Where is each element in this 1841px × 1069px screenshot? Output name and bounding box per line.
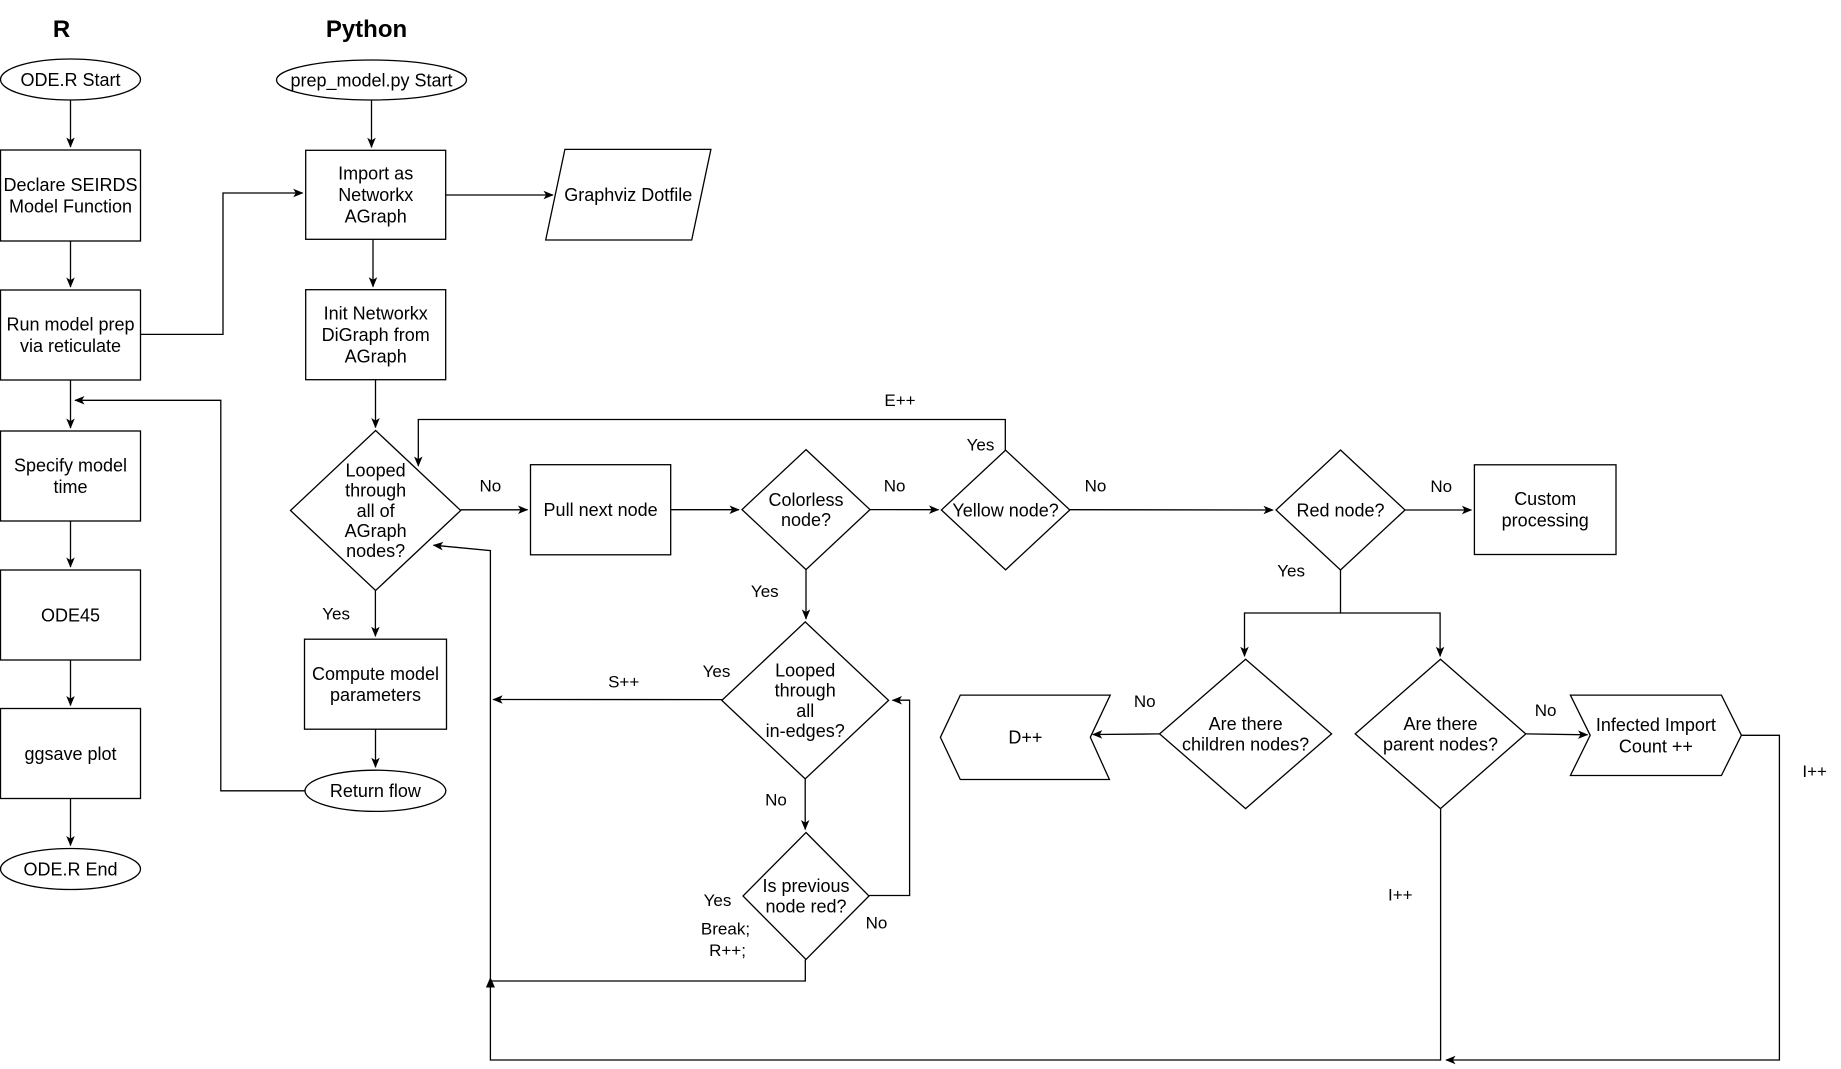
svg-text:Specify model: Specify model bbox=[14, 456, 127, 476]
svg-text:No: No bbox=[480, 477, 502, 496]
svg-text:Init Networkx: Init Networkx bbox=[324, 304, 428, 324]
svg-text:prep_model.py Start: prep_model.py Start bbox=[290, 70, 452, 91]
svg-text:time: time bbox=[53, 477, 87, 497]
svg-text:ODE.R Start: ODE.R Start bbox=[20, 70, 120, 90]
svg-text:No: No bbox=[1134, 692, 1156, 711]
svg-text:Yes: Yes bbox=[1277, 562, 1305, 581]
svg-text:Import as: Import as bbox=[338, 164, 413, 184]
svg-text:Yellow node?: Yellow node? bbox=[952, 500, 1058, 520]
svg-text:node red?: node red? bbox=[765, 896, 846, 916]
svg-text:Compute model: Compute model bbox=[312, 664, 439, 684]
svg-text:Return flow: Return flow bbox=[330, 781, 422, 801]
svg-text:parent nodes?: parent nodes? bbox=[1383, 734, 1498, 754]
svg-text:Model Function: Model Function bbox=[9, 197, 132, 217]
svg-text:Are there: Are there bbox=[1403, 714, 1477, 734]
svg-text:S++: S++ bbox=[608, 672, 639, 691]
svg-text:Yes: Yes bbox=[967, 436, 995, 455]
svg-text:through: through bbox=[345, 481, 406, 501]
svg-text:DiGraph from: DiGraph from bbox=[322, 325, 430, 345]
svg-text:D++: D++ bbox=[1008, 728, 1042, 748]
svg-text:Count ++: Count ++ bbox=[1619, 736, 1693, 756]
svg-text:all of: all of bbox=[357, 501, 396, 521]
svg-text:E++: E++ bbox=[884, 391, 915, 410]
svg-text:No: No bbox=[1085, 477, 1107, 496]
svg-text:ODE.R End: ODE.R End bbox=[23, 859, 117, 879]
svg-text:ggsave plot: ggsave plot bbox=[24, 744, 116, 764]
svg-text:Yes: Yes bbox=[703, 662, 731, 681]
svg-text:Looped: Looped bbox=[775, 660, 835, 680]
svg-text:No: No bbox=[884, 477, 906, 496]
svg-text:No: No bbox=[765, 791, 787, 810]
svg-text:Yes: Yes bbox=[704, 891, 732, 910]
svg-text:Networkx: Networkx bbox=[338, 185, 413, 205]
svg-text:Pull next node: Pull next node bbox=[544, 500, 658, 520]
svg-text:Custom: Custom bbox=[1514, 489, 1576, 509]
svg-text:Python: Python bbox=[326, 16, 407, 43]
svg-text:node?: node? bbox=[781, 510, 831, 530]
svg-text:I++: I++ bbox=[1388, 886, 1413, 905]
svg-text:Looped: Looped bbox=[346, 460, 406, 480]
svg-text:through: through bbox=[775, 681, 836, 701]
svg-text:Red node?: Red node? bbox=[1296, 500, 1384, 520]
svg-text:nodes?: nodes? bbox=[346, 541, 405, 561]
svg-text:in-edges?: in-edges? bbox=[766, 721, 845, 741]
svg-text:Yes: Yes bbox=[322, 604, 350, 623]
svg-text:parameters: parameters bbox=[330, 685, 421, 705]
svg-text:No: No bbox=[866, 914, 888, 933]
svg-text:Infected Import: Infected Import bbox=[1596, 715, 1716, 735]
svg-text:children nodes?: children nodes? bbox=[1182, 734, 1309, 754]
svg-text:Yes: Yes bbox=[751, 582, 779, 601]
svg-text:Break;: Break; bbox=[701, 920, 750, 939]
svg-text:Are there: Are there bbox=[1209, 714, 1283, 734]
svg-text:ODE45: ODE45 bbox=[41, 605, 100, 625]
svg-text:processing: processing bbox=[1502, 511, 1589, 531]
svg-text:Declare SEIRDS: Declare SEIRDS bbox=[3, 175, 137, 195]
svg-text:via reticulate: via reticulate bbox=[20, 336, 121, 356]
svg-text:No: No bbox=[1430, 477, 1452, 496]
svg-text:AGraph: AGraph bbox=[345, 521, 407, 541]
svg-text:Colorless: Colorless bbox=[768, 490, 843, 510]
svg-text:Graphviz Dotfile: Graphviz Dotfile bbox=[564, 185, 692, 205]
svg-text:No: No bbox=[1535, 701, 1557, 720]
svg-text:all: all bbox=[796, 701, 814, 721]
svg-text:AGraph: AGraph bbox=[345, 347, 407, 367]
svg-text:Run model prep: Run model prep bbox=[6, 315, 134, 335]
svg-text:Is previous: Is previous bbox=[762, 876, 849, 896]
svg-text:AGraph: AGraph bbox=[345, 207, 407, 227]
svg-text:R++;: R++; bbox=[709, 941, 746, 960]
svg-text:R: R bbox=[53, 16, 70, 43]
svg-text:I++: I++ bbox=[1802, 762, 1827, 781]
